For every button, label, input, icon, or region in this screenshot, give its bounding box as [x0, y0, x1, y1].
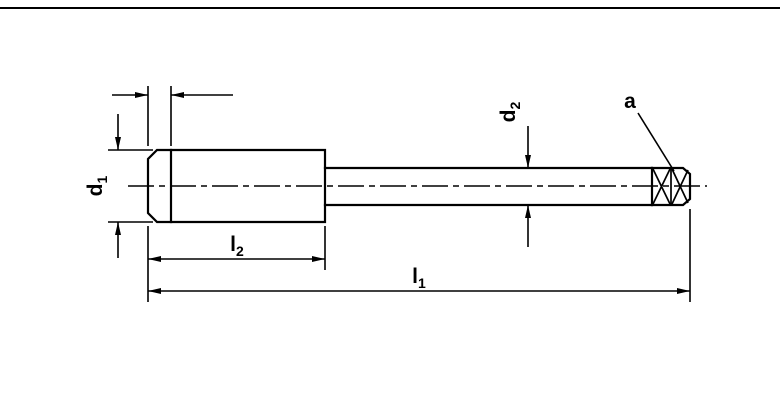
- square-end-outline: [650, 166, 692, 207]
- l2-label: l2: [230, 233, 244, 259]
- thread-section-outline: [146, 148, 327, 224]
- square-end-hatch-2: [652, 168, 671, 205]
- d2-label: d2: [497, 101, 523, 122]
- a-label: a: [624, 90, 636, 113]
- a-leader-line: [637, 112, 675, 172]
- l1-label: l1: [412, 265, 426, 291]
- square-end-hatch-4: [671, 169, 689, 205]
- d1-label: d1: [84, 175, 110, 196]
